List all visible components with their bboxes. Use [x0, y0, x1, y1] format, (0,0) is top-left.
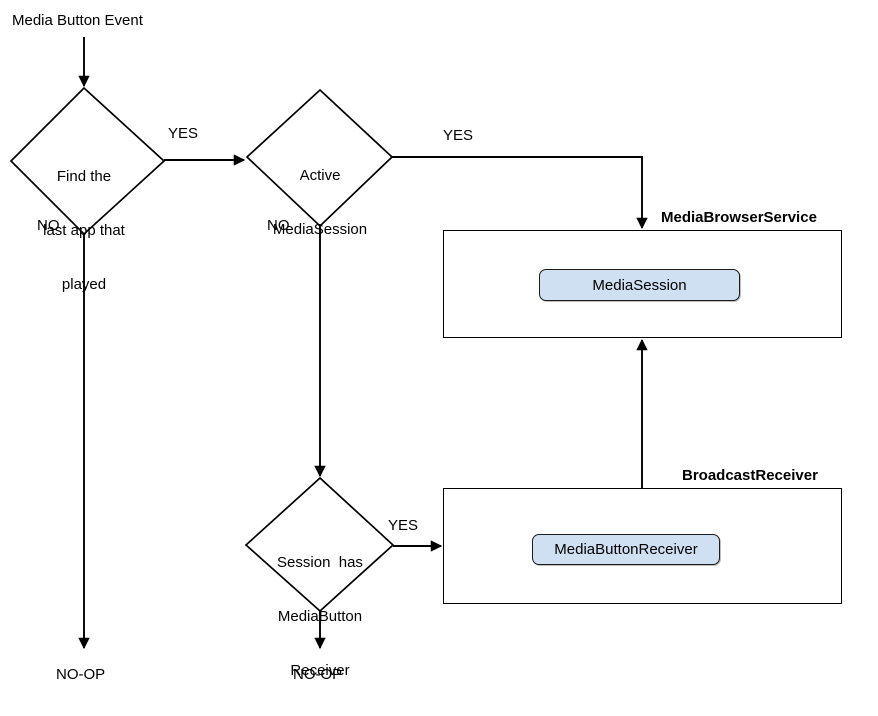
node-mediabuttonreceiver[interactable]: MediaButtonReceiver	[532, 534, 720, 565]
node-mediasession[interactable]: MediaSession	[539, 269, 740, 301]
edge-label-session-has-receiver-yes: YES	[388, 517, 419, 534]
decision-session-has-receiver-line-3: Receiver	[290, 662, 350, 679]
container-broadcast-receiver-label: BroadcastReceiver	[682, 467, 818, 484]
decision-find-last-app-label: Find the last app that played	[14, 132, 154, 330]
decision-find-last-app-line-3: played	[61, 276, 107, 293]
terminal-no-op-middle: NO-OP	[293, 666, 343, 683]
decision-find-last-app-line-2: last app that	[43, 222, 125, 239]
decision-active-mediasession-line-1: Active	[299, 167, 341, 184]
container-broadcast-receiver	[443, 488, 842, 604]
page-title: Media Button Event	[12, 12, 143, 29]
terminal-no-op-left: NO-OP	[56, 666, 106, 683]
edge-label-active-mediasession-yes: YES	[443, 127, 474, 144]
decision-session-has-receiver-label: Session has MediaButton Receiver	[250, 518, 390, 716]
edge-label-find-last-app-no: NO	[37, 217, 60, 234]
decision-session-has-receiver-line-2: MediaButton	[277, 608, 363, 625]
decision-session-has-receiver-line-1: Session has	[277, 554, 363, 571]
container-media-browser-service-label: MediaBrowserService	[661, 209, 817, 226]
decision-active-mediasession-line-2: MediaSession	[272, 221, 368, 238]
edge-label-find-last-app-yes: YES	[168, 125, 199, 142]
decision-find-last-app-line-1: Find the	[56, 168, 112, 185]
edge-active-mediasession-yes-to-mediabrowserservice	[392, 156, 648, 230]
decision-active-mediasession-label: Active MediaSession	[250, 131, 390, 275]
edge-label-active-mediasession-no: NO	[267, 217, 290, 234]
